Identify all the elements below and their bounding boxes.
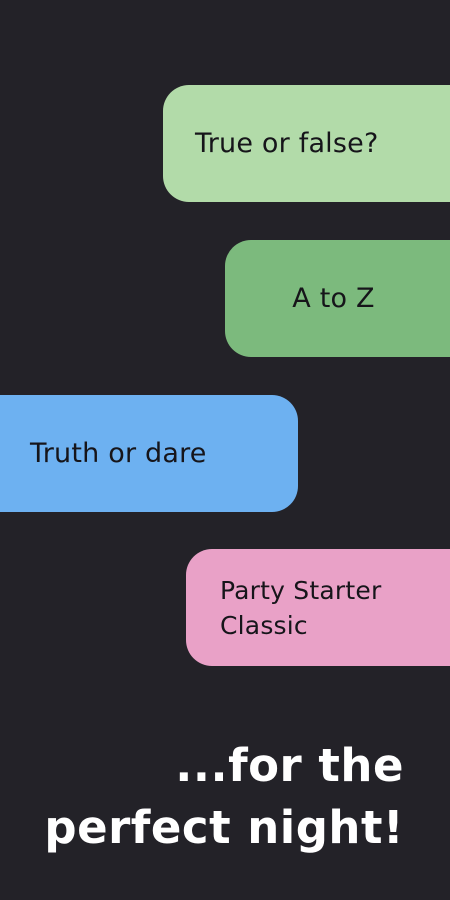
game-card-truth-or-dare[interactable]: Truth or dare <box>0 395 298 512</box>
game-card-label: True or false? <box>195 128 379 159</box>
tagline-text: ...for the perfect night! <box>44 739 404 854</box>
game-card-party-starter-classic[interactable]: Party Starter Classic <box>186 549 450 666</box>
game-card-label: Party Starter Classic <box>220 575 382 640</box>
game-card-label: A to Z <box>292 283 375 314</box>
game-card-true-or-false[interactable]: True or false? <box>163 85 450 202</box>
game-card-label: Truth or dare <box>30 438 207 469</box>
game-card-a-to-z[interactable]: A to Z <box>225 240 450 357</box>
